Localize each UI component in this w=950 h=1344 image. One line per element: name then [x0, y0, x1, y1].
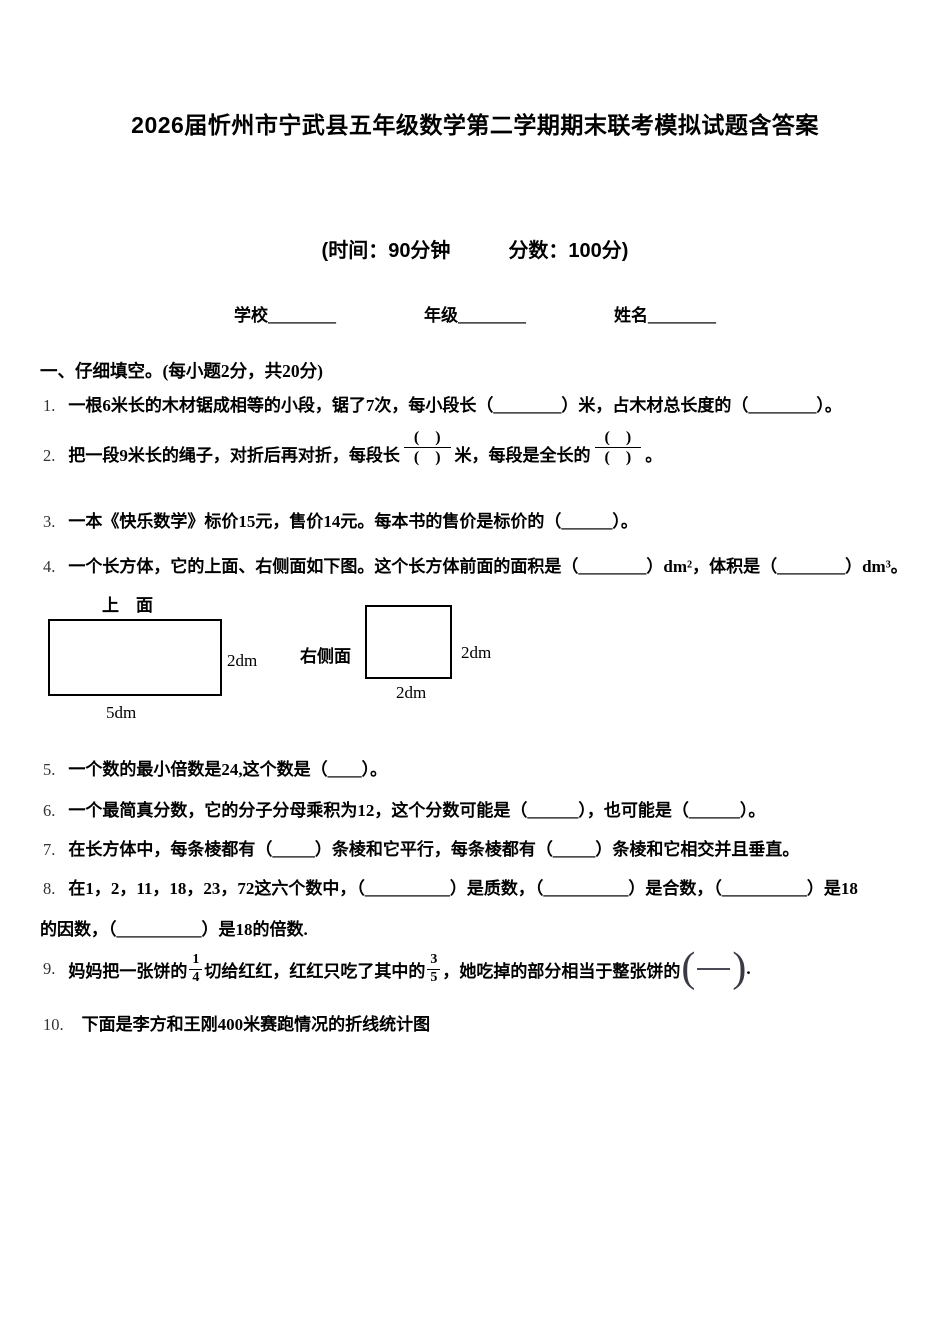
- grade-field: 年级________: [424, 306, 526, 325]
- question-10-number: 10.: [43, 1015, 64, 1035]
- top-face-height-label: 2dm: [227, 651, 258, 671]
- question-6-text: 一个最简真分数，它的分子分母乘积为12，这个分数可能是（______），也可能是…: [68, 801, 766, 821]
- question-2-text-part1: 把一段9米长的绳子，对折后再对折，每段长: [68, 446, 400, 466]
- page-title: 2026届忻州市宁武县五年级数学第二学期期末联考模拟试题含答案: [131, 112, 819, 138]
- side-face-height-label: 2dm: [461, 643, 492, 663]
- fraction-blank-1: ( ) ( ): [403, 428, 451, 467]
- side-face-width-label: 2dm: [396, 683, 427, 703]
- score-label: 分数：100分): [508, 240, 629, 262]
- question-10: 10. 下面是李方和王刚400米赛跑情况的折线统计图: [43, 1010, 950, 1035]
- answer-blank-fraction-bar: [697, 968, 731, 971]
- exam-meta-row: (时间：90分钟 分数：100分): [0, 234, 950, 263]
- question-2-text-part2: 米，每段是全长的: [454, 446, 591, 466]
- question-3: 3. 一本《快乐数学》标价15元，售价14元。每本书的售价是标价的（______）…: [43, 507, 950, 532]
- fraction-one-fourth-numerator: 1: [189, 952, 203, 970]
- question-7-text: 在长方体中，每条棱都有（_____）条棱和它平行，每条棱都有（_____）条棱和…: [68, 840, 800, 860]
- question-8-number: 8.: [43, 879, 56, 899]
- fraction-blank-1-numerator: ( ): [403, 428, 451, 449]
- fraction-one-fourth-denominator: 4: [192, 969, 200, 985]
- question-8-line-1: 8. 在1，2，11，18，23，72这六个数中，（__________）是质数，…: [43, 874, 950, 899]
- question-2-number: 2.: [43, 446, 56, 466]
- top-face-rectangle: [48, 619, 222, 697]
- question-9-text-part2: 切给红红，红红只吃了其中的: [204, 961, 426, 981]
- question-4: 4. 一个长方体，它的上面、右侧面如下图。这个长方体前面的面积是（________…: [43, 552, 950, 577]
- time-label: (时间：90分钟: [321, 240, 451, 262]
- question-8-text-line1: 在1，2，11，18，23，72这六个数中，（__________）是质数，（_…: [68, 879, 858, 899]
- student-info-row: 学校________ 年级________ 姓名________: [0, 301, 950, 326]
- top-face-label: 上 面: [102, 596, 153, 616]
- side-face-label: 右侧面: [300, 647, 351, 667]
- question-1: 1. 一根6米长的木材锯成相等的小段，锯了7次，每小段长（________）米，占…: [43, 391, 950, 416]
- question-9-text-part1: 妈妈把一张饼的: [68, 961, 188, 981]
- fraction-three-fifths-denominator: 5: [430, 969, 438, 985]
- question-8-line-2: 的因数，（__________）是18的倍数.: [40, 915, 950, 940]
- question-1-number: 1.: [43, 396, 56, 415]
- question-1-text: 一根6米长的木材锯成相等的小段，锯了7次，每小段长（________）米，占木材…: [68, 396, 842, 415]
- fraction-three-fifths: 3 5: [427, 952, 441, 987]
- question-5-text: 一个数的最小倍数是24,这个数是（____）。: [68, 760, 388, 780]
- section-one-heading: 一、仔细填空。(每小题2分，共20分): [40, 361, 323, 381]
- fraction-blank-2-numerator: ( ): [594, 428, 642, 449]
- question-2-text-part3: 。: [645, 446, 663, 466]
- fraction-three-fifths-numerator: 3: [427, 952, 441, 970]
- fraction-answer-blank: ( ): [681, 945, 747, 992]
- question-3-number: 3.: [43, 512, 56, 532]
- fraction-blank-2: ( ) ( ): [594, 428, 642, 467]
- question-6-number: 6.: [43, 801, 56, 821]
- side-face-rectangle: [365, 605, 452, 680]
- question-9-text-part3: ，她吃掉的部分相当于整张饼的: [442, 961, 681, 981]
- question-4-text: 一个长方体，它的上面、右侧面如下图。这个长方体前面的面积是（________）d…: [68, 557, 908, 577]
- question-9: 9. 妈妈把一张饼的 1 4 切给红红，红红只吃了其中的 3 5 ，她吃掉的部分…: [43, 945, 950, 992]
- fraction-one-fourth: 1 4: [189, 952, 203, 987]
- school-field: 学校________: [234, 306, 336, 325]
- top-face-width-label: 5dm: [106, 703, 137, 723]
- question-4-number: 4.: [43, 557, 56, 577]
- question-9-text-part4: .: [746, 959, 751, 979]
- name-field: 姓名________: [614, 306, 716, 325]
- fraction-blank-2-denominator: ( ): [604, 449, 632, 467]
- question-3-text: 一本《快乐数学》标价15元，售价14元。每本书的售价是标价的（______）。: [68, 512, 638, 532]
- question-5-number: 5.: [43, 760, 56, 780]
- question-2: 2. 把一段9米长的绳子，对折后再对折，每段长 ( ) ( ) 米，每段是全长的…: [43, 428, 950, 467]
- q4-diagram: 上 面 2dm 5dm 右侧面 2dm 2dm: [0, 593, 950, 725]
- answer-blank-close-paren: ): [732, 945, 747, 992]
- question-10-text: 下面是李方和王刚400米赛跑情况的折线统计图: [81, 1015, 431, 1035]
- question-9-number: 9.: [43, 959, 56, 979]
- question-7-number: 7.: [43, 840, 56, 860]
- question-7: 7. 在长方体中，每条棱都有（_____）条棱和它平行，每条棱都有（_____）条…: [43, 835, 950, 860]
- question-6: 6. 一个最简真分数，它的分子分母乘积为12，这个分数可能是（______），也可…: [43, 796, 950, 821]
- question-8-text-line2: 的因数，（__________）是18的倍数.: [40, 920, 308, 940]
- fraction-blank-1-denominator: ( ): [413, 449, 441, 467]
- question-5: 5. 一个数的最小倍数是24,这个数是（____）。: [43, 755, 950, 780]
- answer-blank-open-paren: (: [681, 945, 696, 992]
